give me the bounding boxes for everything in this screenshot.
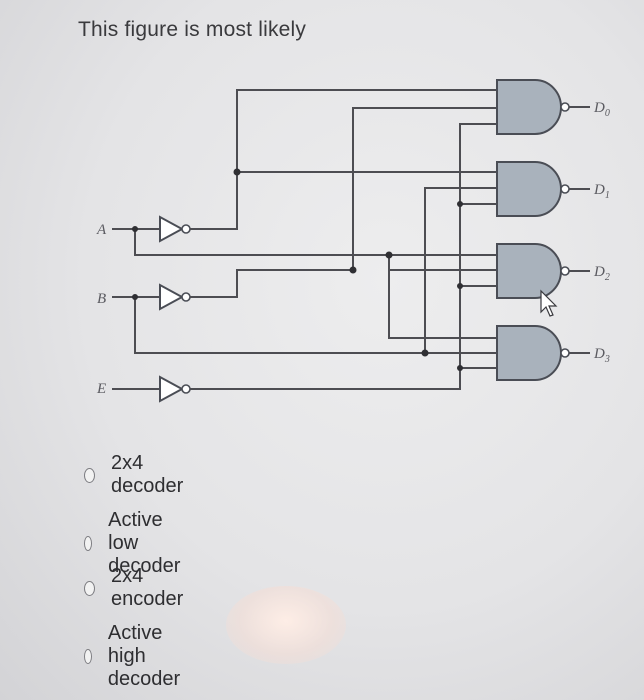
wire-b-true <box>134 297 497 354</box>
junction-dot <box>421 349 429 357</box>
junction-dot <box>132 226 138 232</box>
option-label: 2x4 decoder <box>111 452 184 497</box>
input-b-label: B <box>97 291 106 307</box>
nand-gate-d3 <box>496 325 562 381</box>
radio-button[interactable] <box>84 467 95 483</box>
junction-dot <box>385 251 393 259</box>
junction-dot <box>349 266 357 274</box>
nand-bubble-d2 <box>560 266 570 276</box>
option-2x4-encoder[interactable]: 2x4 encoder <box>84 565 187 611</box>
inverter-b-bubble <box>181 292 191 302</box>
radio-button[interactable] <box>84 580 95 596</box>
junction-dot <box>457 365 463 371</box>
inverter-a-bubble <box>181 224 191 234</box>
nand-bubble-d1 <box>560 184 570 194</box>
option-label: Active low decoder <box>108 509 181 577</box>
wire-a-not <box>190 89 497 230</box>
output-d0-label: D0 <box>593 100 610 119</box>
nand-gate-d0 <box>496 79 562 135</box>
junction-dot <box>233 168 241 176</box>
output-d2-label: D2 <box>593 264 610 283</box>
wire-a-d3 <box>388 255 497 339</box>
junction-dot <box>457 283 463 289</box>
inverter-b <box>159 283 185 311</box>
question-text: This figure is most likely <box>78 18 307 41</box>
inverter-a <box>159 215 185 243</box>
junction-dot <box>457 201 463 207</box>
radio-button[interactable] <box>84 649 92 664</box>
wire-b-d1 <box>424 187 497 353</box>
option-label: Active high decoder <box>107 622 181 690</box>
nand-bubble-d0 <box>560 102 570 112</box>
output-d1-label: D1 <box>593 182 610 201</box>
inverter-e <box>159 375 185 403</box>
decoder-circuit-diagram: A B E D0 D1 D2 D <box>96 79 610 403</box>
input-a-label: A <box>96 222 107 238</box>
nand-gate-d1 <box>496 161 562 217</box>
inverter-e-bubble <box>181 384 191 394</box>
mouse-cursor-icon <box>540 289 558 317</box>
radio-button[interactable] <box>84 536 93 551</box>
wire-a-true <box>134 229 497 256</box>
wire-e <box>190 123 497 390</box>
wire-b-not <box>190 269 353 298</box>
option-label: 2x4 encoder <box>111 565 184 610</box>
wire-bnot-d0 <box>352 107 497 270</box>
option-active-low-decoder[interactable]: Active low decoder <box>84 509 187 578</box>
nand-bubble-d3 <box>560 348 570 358</box>
finger-glare <box>226 586 346 664</box>
junction-dot <box>132 294 138 300</box>
input-e-label: E <box>96 381 106 397</box>
nand-gate-d2 <box>496 243 562 299</box>
option-active-high-decoder[interactable]: Active high decoder <box>84 622 187 691</box>
output-d3-label: D3 <box>593 346 610 365</box>
option-2x4-decoder[interactable]: 2x4 decoder <box>84 452 187 498</box>
